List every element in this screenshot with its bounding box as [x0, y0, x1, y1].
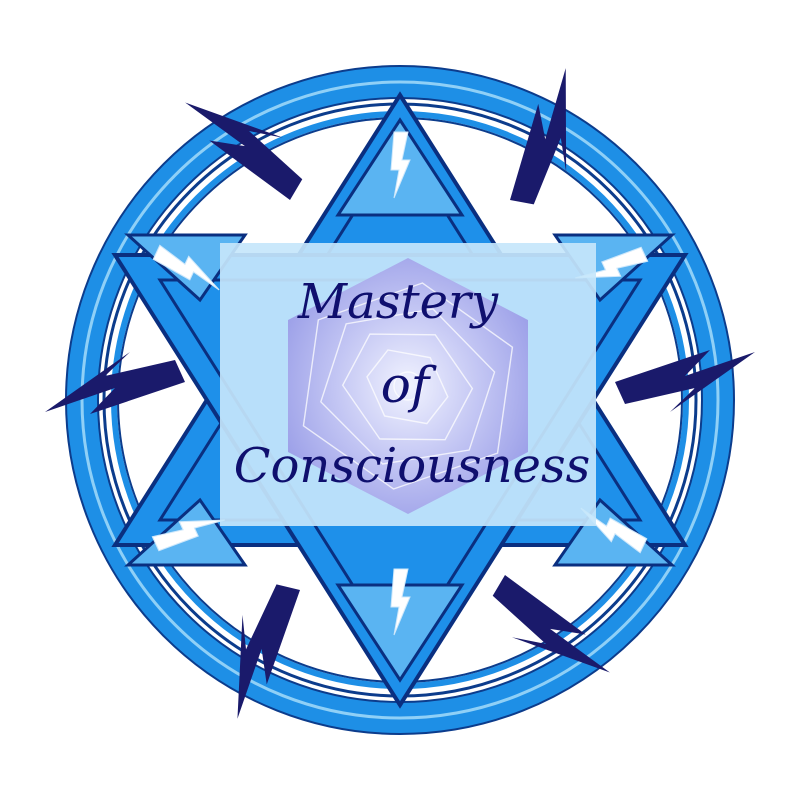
center-panel [220, 243, 596, 526]
title-line-1: Mastery [297, 274, 499, 330]
spiral-lines [302, 282, 514, 490]
title-line-2: of [381, 356, 437, 414]
title-line-3: Consciousness [234, 438, 590, 494]
logo-title: Mastery of Consciousness [234, 274, 590, 494]
